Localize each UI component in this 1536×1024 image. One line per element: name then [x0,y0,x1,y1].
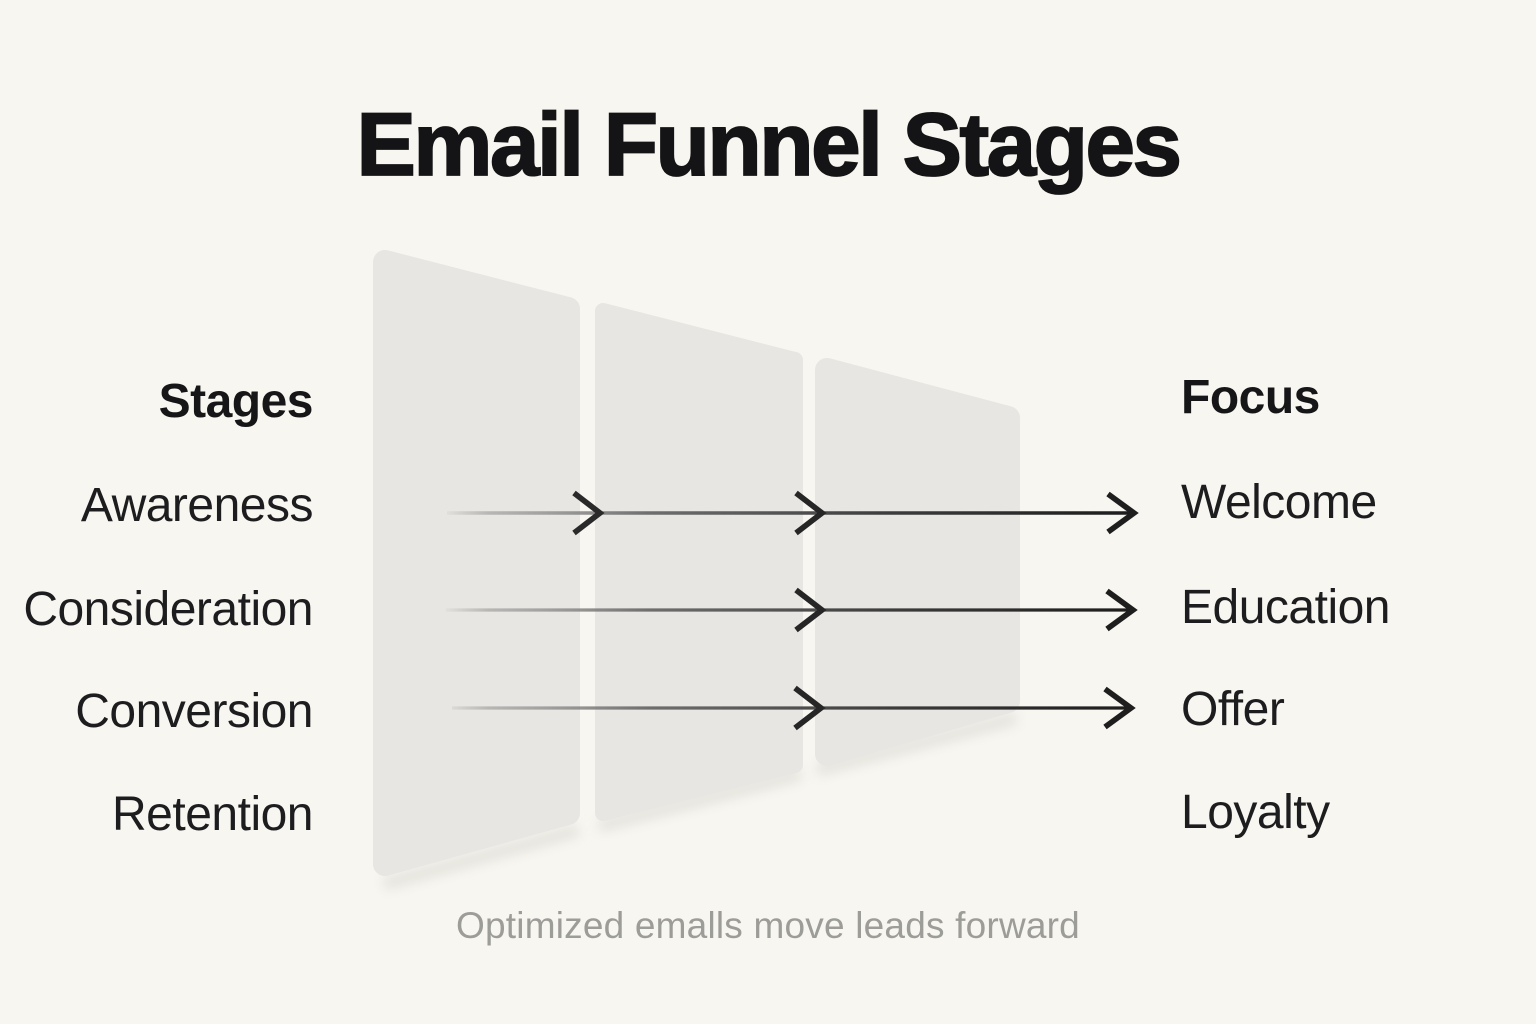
chevron-icon [572,490,605,536]
arrow-awareness-welcome [447,490,1139,536]
arrow-conversion-offer [452,685,1136,731]
funnel-panel-1 [373,250,580,876]
funnel-shadow [382,712,1018,890]
funnel-panel-2 [595,303,803,821]
arrowhead-icon [1106,491,1139,535]
stage-label-retention: Retention [112,788,313,841]
focus-label-offer: Offer [1181,683,1285,736]
page-title: Email Funnel Stages [356,94,1183,194]
stages-column-header: Stages [158,375,314,428]
stage-label-awareness: Awareness [80,479,314,532]
focus-label-loyalty: Loyalty [1181,786,1330,839]
chevron-icon [794,490,827,536]
arrowhead-icon [1103,686,1136,730]
stage-label-conversion: Conversion [75,685,313,738]
focus-label-welcome: Welcome [1181,476,1377,529]
focus-label-education: Education [1181,581,1391,634]
arrow-consideration-education [446,587,1138,633]
chevron-icon [794,587,827,633]
chevron-icon [793,685,826,731]
stage-label-consideration: Consideration [23,583,313,636]
arrowhead-icon [1105,588,1138,632]
caption-text: Optimized emalls move leads forward [456,905,1080,946]
focus-column-header: Focus [1181,371,1320,424]
funnel-panels [373,250,1020,876]
funnel-panel-3 [815,358,1020,766]
